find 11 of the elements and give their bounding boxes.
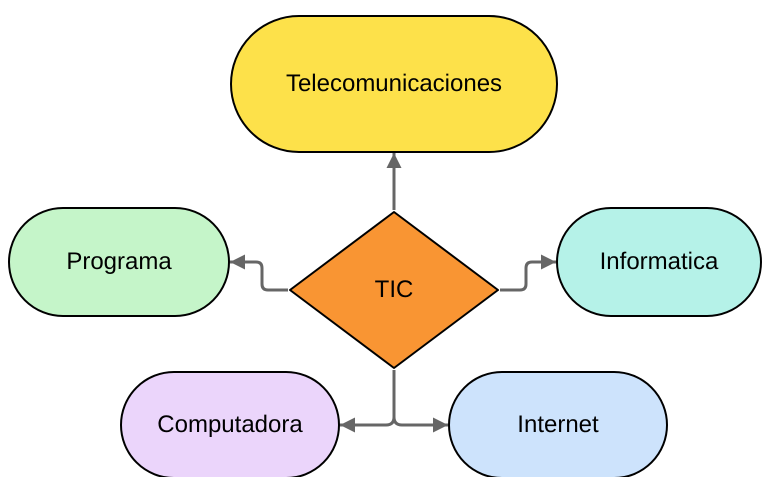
- arrow: [386, 153, 402, 210]
- decision-diamond: [288, 210, 500, 370]
- node-label: Informatica: [600, 247, 718, 277]
- node-label: Telecomunicaciones: [286, 69, 502, 99]
- arrow: [230, 254, 288, 292]
- arrow: [500, 254, 556, 292]
- node-label: TIC: [374, 275, 414, 305]
- node-label: Computadora: [157, 410, 303, 440]
- node-label: Internet: [517, 410, 599, 440]
- node-label: Programa: [66, 247, 172, 277]
- arrow: [392, 370, 448, 432]
